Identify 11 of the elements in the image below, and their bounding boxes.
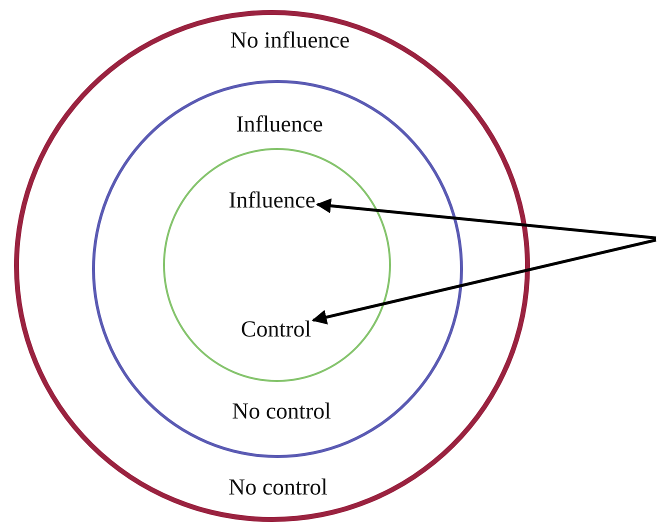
inner-circle bbox=[162, 148, 390, 382]
circle-label: Influence bbox=[236, 110, 323, 136]
circle-label: Control bbox=[240, 316, 312, 342]
circle-label: No control bbox=[228, 474, 328, 500]
arrow bbox=[316, 198, 656, 240]
outer-circle bbox=[14, 10, 530, 522]
circle-label: No influence bbox=[230, 27, 350, 53]
circle-label: No control bbox=[232, 398, 331, 424]
arrow bbox=[312, 238, 656, 325]
middle-circle bbox=[92, 80, 463, 458]
circle-label: Influence bbox=[228, 187, 316, 213]
